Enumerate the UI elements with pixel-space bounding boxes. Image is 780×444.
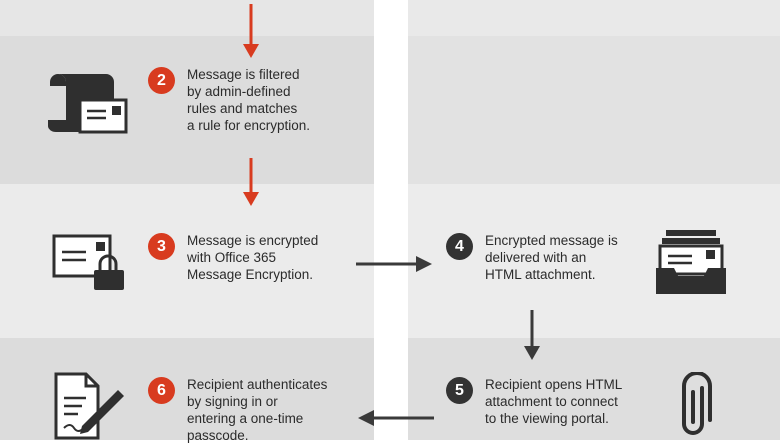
step-4-text: Encrypted message is delivered with an H… [485,233,618,282]
step-6-number-badge: 6 [148,377,175,404]
paperclip-icon [682,372,712,435]
arrow-step-2-to-step-3 [243,158,259,206]
envelope-lock-icon [52,234,124,290]
step-2: 2 Message is filtered by admin-defined r… [148,66,310,134]
step-3: 3 Message is encrypted with Office 365 M… [148,232,318,283]
step-3-number-badge: 3 [148,233,175,260]
step-6-text: Recipient authenticates by signing in or… [187,377,328,443]
right-column [408,0,780,440]
step-6: 6 Recipient authenticates by signing in … [148,376,327,444]
step-5-text: Recipient opens HTML attachment to conne… [485,377,623,426]
left-band-2 [0,36,374,184]
inbox-tray-icon [656,230,726,294]
document-pen-icon [54,372,124,440]
arrow-step-5-to-step-6 [358,410,434,426]
step-5-number-badge: 5 [446,377,473,404]
right-band-2 [408,36,780,184]
step-5: 5 Recipient opens HTML attachment to con… [446,376,622,427]
left-band-1 [0,0,374,36]
arrow-step-3-to-step-4 [356,256,432,272]
arrow-step-4-to-step-5 [524,310,540,360]
step-2-text: Message is filtered by admin-defined rul… [187,67,311,133]
step-4-number-badge: 4 [446,233,473,260]
scroll-envelope-icon [48,74,128,134]
right-band-1 [408,0,780,36]
step-3-text: Message is encrypted with Office 365 Mes… [187,233,319,282]
arrow-down-into-step-2 [243,4,259,58]
step-2-number-badge: 2 [148,67,175,94]
step-4: 4 Encrypted message is delivered with an… [446,232,618,283]
